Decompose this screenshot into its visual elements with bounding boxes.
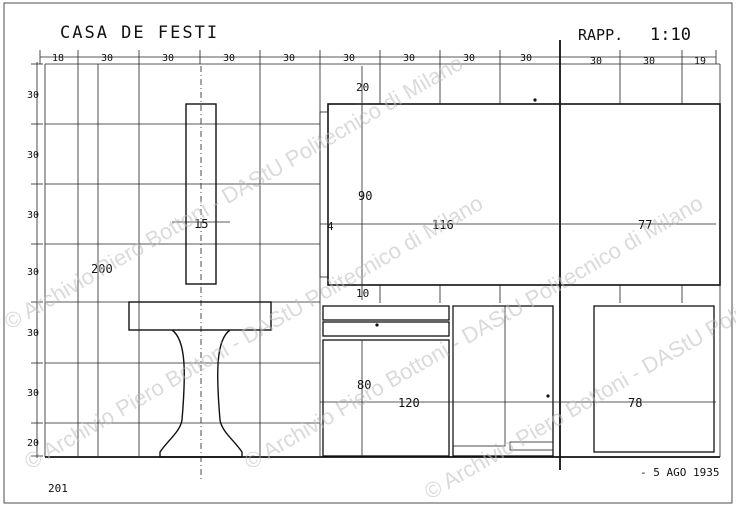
top-dimension-labels: 18 30 30 30 30 30 30 30 30 30 30 19 [52,53,706,67]
right-panel-width-label: 77 [638,218,652,232]
left-dim-3: 30 [27,267,39,278]
lower-cabinet-width-label: 120 [398,396,420,410]
drawer-lower [322,321,450,337]
left-dim-5: 30 [27,388,39,399]
shelf-gap-label: 10 [356,287,369,300]
top-dim-6: 30 [403,53,415,64]
lower-cabinet-height-label: 80 [357,378,371,392]
top-dim-7: 30 [463,53,475,64]
left-dim-0: 30 [27,90,39,101]
left-dim-2: 30 [27,210,39,221]
sheet-border [3,2,733,504]
sheet-title: CASA DE FESTI [60,23,219,43]
top-dim-3: 30 [223,53,235,64]
top-dim-9: 30 [590,56,602,67]
svg-text:© Archivio Piero Bottoni - DAS: © Archivio Piero Bottoni - DAStU Politec… [20,190,487,474]
column-width-label: 15 [194,217,208,231]
top-dim-10: 30 [643,56,655,67]
top-dim-1: 30 [101,53,113,64]
top-dim-5: 30 [343,53,355,64]
basin-top [128,301,272,331]
lower-right-cabinet [593,305,715,453]
top-dimension-ticks [39,50,717,64]
scale-label: RAPP. [578,26,623,44]
upper-cabinet-width-label: 116 [432,218,454,232]
sheet-number: 201 [48,482,68,495]
upper-gap-label: 20 [356,81,369,94]
top-dim-8: 30 [520,53,532,64]
lower-cabinet-door [322,339,450,457]
svg-text:© Archivio Piero Bottoni - DAS: © Archivio Piero Bottoni - DAStU Politec… [240,190,707,474]
column-height-label: 200 [91,262,113,276]
upper-side-gap-label: 4 [327,220,334,233]
upper-cabinet-side [319,111,329,278]
drawer-upper [322,305,450,321]
lower-right-width-label: 78 [628,396,642,410]
cabinet-knobs [375,98,550,398]
top-dim-0: 18 [52,53,64,64]
svg-text:© Archivio Piero Bottoni - DAS: © Archivio Piero Bottoni - DAStU Politec… [0,50,467,334]
lower-cabinet-toe [509,441,554,451]
archive-watermark: © Archivio Piero Bottoni - DAStU Politec… [0,50,736,504]
left-dimension-labels: 30 30 30 30 30 30 20 [27,90,39,449]
top-dim-2: 30 [162,53,174,64]
lower-cabinet-door-inner [452,305,506,447]
left-dimension-ticks [31,63,43,457]
left-dim-1: 30 [27,150,39,161]
left-dim-4: 30 [27,328,39,339]
upper-cabinet-height-label: 90 [358,189,372,203]
top-dim-11: 19 [694,56,706,67]
top-dim-4: 30 [283,53,295,64]
pedestal [159,329,243,458]
scale-value: 1:10 [650,25,691,45]
sheet-date: - 5 AGO 1935 [640,466,719,479]
left-dim-6: 20 [27,438,39,449]
